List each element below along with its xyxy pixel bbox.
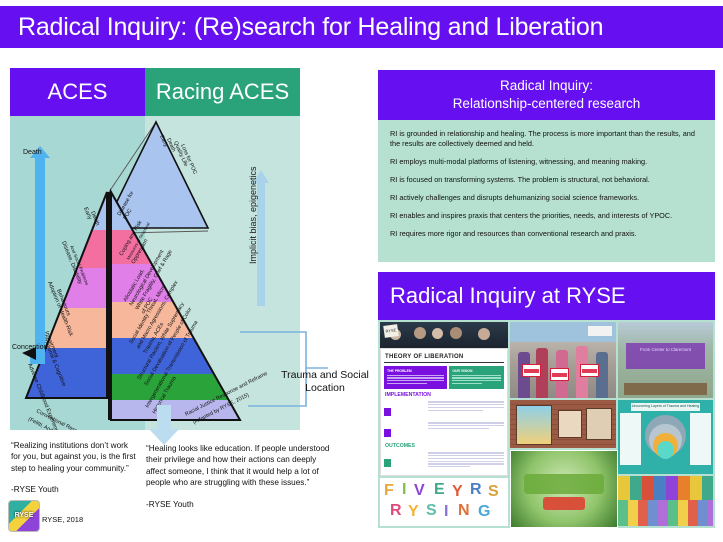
layers-diagram-card: Uncovering Layers of Trauma and Healing: [618, 400, 713, 474]
mural-upper-band: [618, 476, 713, 499]
photo-face: [450, 327, 462, 339]
framed-artwork: [558, 410, 582, 438]
concord-foreground: [623, 382, 708, 395]
photo-group-strip: RYSE: [380, 322, 508, 348]
photo-face: [432, 328, 443, 339]
photo-community-mural: [618, 476, 713, 526]
tol-vision-label: OUR VISION: [452, 369, 473, 373]
tol-problem-block: THE PROBLEM: [384, 366, 448, 389]
poster-artwork: [510, 450, 618, 528]
ri-point: RI employs multi-modal platforms of list…: [390, 156, 648, 166]
svg-text:Death: Death: [89, 211, 100, 227]
flow-down-arrow: [149, 405, 179, 445]
aces-pyramid-outline: [24, 191, 108, 399]
radical-inquiry-at-ryse-header: Radical Inquiry at RYSE: [378, 272, 715, 320]
ri-point: RI is focused on transforming systems. T…: [390, 174, 650, 184]
panel-whitespace: [300, 116, 370, 430]
page-title: Radical Inquiry: (Re)search for Healing …: [0, 6, 723, 48]
framed-artwork: [516, 405, 552, 445]
ri-header-line1: Radical Inquiry:: [499, 78, 594, 93]
tol-outcomes-row: [384, 451, 504, 469]
diagram-ring: [656, 441, 675, 460]
five-years-of-rysing-graphic: F I V E Y R S R Y S I N G: [380, 478, 508, 526]
quote-attribution: -RYSE Youth: [11, 485, 59, 495]
racing-aces-pyramid-outline: [110, 188, 242, 421]
header-aces: ACES: [10, 68, 145, 116]
photo-person: [536, 348, 548, 398]
protest-sign: [522, 364, 541, 377]
svg-text:POC: POC: [123, 208, 134, 221]
framed-artwork: [586, 408, 612, 440]
protest-sign: [580, 364, 599, 377]
photo-person: [596, 352, 608, 398]
svg-text:Early: Early: [158, 134, 169, 148]
aces-panel: ACES Racing ACES Early Death Quality Lif…: [10, 68, 370, 430]
quote-text: “Healing looks like education. If people…: [146, 444, 330, 488]
quote-text: “Realizing institutions don’t work for y…: [11, 441, 136, 473]
implicit-bias-arrow: [253, 170, 269, 306]
ryse-sticker-icon: RYSE: [383, 324, 399, 338]
footer-caption: RYSE, 2018: [42, 515, 84, 524]
inset-triangle-outline: [102, 120, 210, 229]
tol-title: THEORY OF LIBERATION: [385, 354, 464, 360]
aces-source-note: Conventional Research (Felitti, Anda, et…: [27, 408, 96, 430]
svg-text:Death: Death: [165, 137, 176, 153]
diagram-left-notes: [619, 413, 641, 466]
poster-ribbon: [523, 473, 605, 494]
photo-face: [478, 328, 490, 340]
photo-collage: RYSE THEORY OF LIBERATION THE PROBLEM OU…: [378, 320, 715, 528]
tol-impl-row: [384, 421, 504, 439]
photo-youth-march: [510, 322, 616, 398]
radical-inquiry-header: Radical Inquiry: Relationship-centered r…: [378, 70, 715, 120]
concord-banner: From Center to Claremont: [625, 343, 706, 370]
photo-concord-rendering: From Center to Claremont: [618, 322, 713, 398]
quote-card-1: “Realizing institutions don’t work for y…: [11, 440, 139, 496]
tol-vision-block: OUR VISION: [449, 366, 504, 389]
trauma-social-location-label: Trauma and Social Location: [281, 369, 369, 394]
tol-outcomes-label: OUTCOMES: [385, 442, 415, 449]
mural-lower-band: [618, 500, 713, 526]
tol-divider: [384, 362, 504, 363]
ri-point: RI requires more rigor and resources tha…: [390, 229, 637, 239]
tol-tag: [384, 407, 391, 416]
diagram-right-notes: [690, 413, 712, 466]
tol-implementation-label: IMPLEMENTATION: [385, 391, 431, 398]
quote-attribution: -RYSE Youth: [146, 499, 194, 509]
svg-text:Early: Early: [82, 207, 92, 221]
tol-tag: [384, 428, 391, 437]
axis-label-death: Death: [23, 149, 42, 156]
layers-diagram-title: Uncovering Layers of Trauma and Healing: [631, 402, 700, 412]
poster-heart-icon: [542, 496, 586, 511]
implicit-bias-label: Implicit bias, epigenetics: [248, 166, 258, 264]
tol-problem-label: THE PROBLEM: [387, 369, 412, 373]
lifespan-arrow: [22, 146, 50, 364]
photo-face: [414, 327, 426, 339]
photo-tent: [588, 326, 612, 336]
ryse-logo-icon: RYSE: [8, 500, 40, 532]
tol-impl-row: [384, 400, 504, 418]
pyramid-diagram: Early Death Quality Life Loss for POC Ea…: [22, 120, 328, 430]
header-racing-aces: Racing ACES: [145, 68, 300, 116]
tol-tag: [384, 458, 391, 467]
ri-point: RI enables and inspires praxis that cent…: [390, 210, 673, 220]
ri-point: RI is grounded in relationship and heali…: [390, 129, 695, 148]
photo-gallery-wall: [510, 400, 616, 448]
protest-sign: [550, 368, 569, 381]
ri-point: RI actively challenges and disrupts dehu…: [390, 192, 640, 202]
axis-label-conception: Conception: [12, 344, 48, 351]
ri-header-line2: Relationship-centered research: [452, 96, 641, 111]
tol-problem-vision-row: THE PROBLEM OUR VISION: [384, 366, 504, 389]
quote-card-2: “Healing looks like education. If people…: [146, 443, 331, 510]
trauma-location-bracket: [240, 331, 328, 407]
theory-of-liberation-document: THEORY OF LIBERATION THE PROBLEM OUR VIS…: [380, 348, 508, 476]
radical-inquiry-points: RI is grounded in relationship and heali…: [378, 120, 715, 262]
